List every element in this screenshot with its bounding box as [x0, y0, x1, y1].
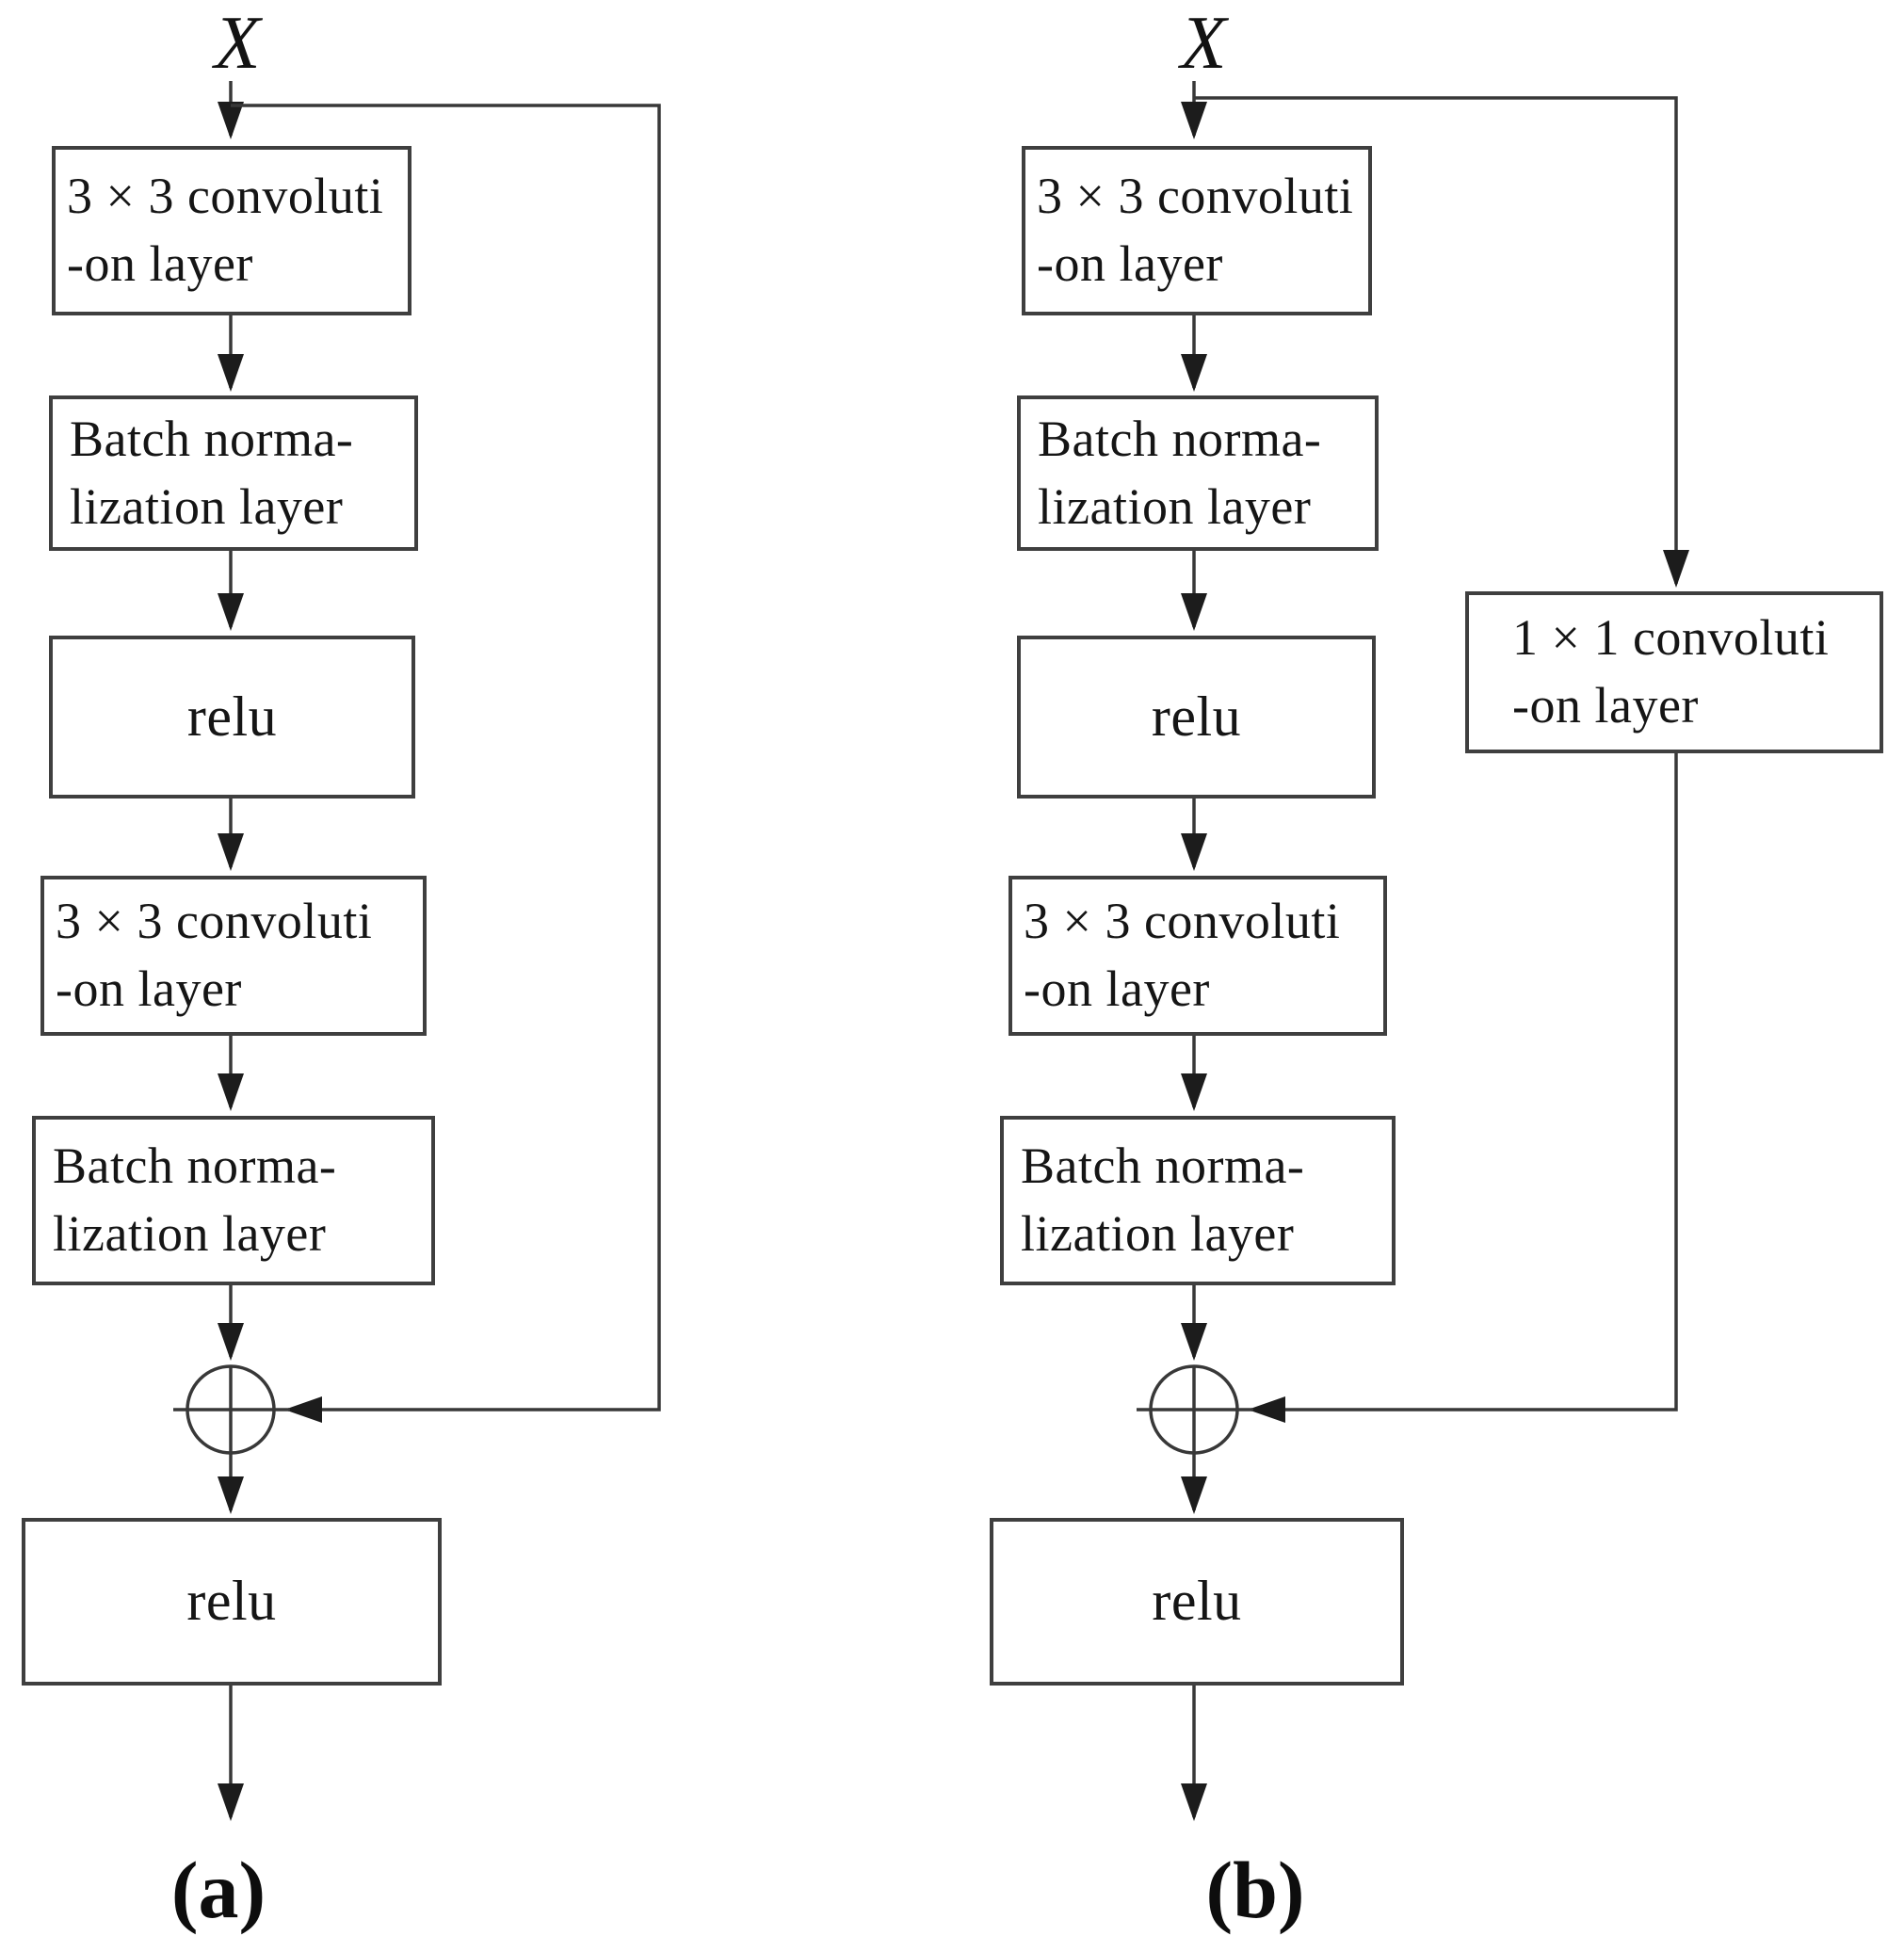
b-batchnorm1-box: Batch norma- lization layer: [1017, 395, 1379, 551]
b-skip-to-1x1conv-line: [1194, 96, 1689, 588]
b-conv1-line1: 3 × 3 convoluti: [1037, 168, 1354, 225]
b-relu1-box: relu: [1017, 636, 1376, 799]
a-conv1-line1: 3 × 3 convoluti: [67, 168, 384, 225]
a-relu-output-box: relu: [22, 1518, 442, 1686]
b-conv2-box: 3 × 3 convoluti -on layer: [1008, 876, 1387, 1036]
b-skip-1x1-conv-box: 1 × 1 convoluti -on layer: [1465, 591, 1883, 753]
b-relu1-label: relu: [1151, 685, 1242, 748]
a-batchnorm1-line1: Batch norma-: [70, 410, 354, 467]
a-relu1-box: relu: [49, 636, 415, 799]
a-conv1-box: 3 × 3 convoluti -on layer: [52, 146, 411, 315]
a-caption: (a): [170, 1845, 266, 1935]
b-batchnorm2-box: Batch norma- lization layer: [1000, 1116, 1396, 1285]
b-conv1-box: 3 × 3 convoluti -on layer: [1022, 146, 1372, 315]
a-conv1-line2: -on layer: [67, 235, 253, 292]
b-conv2-line1: 3 × 3 convoluti: [1024, 893, 1341, 950]
a-relu1-label: relu: [186, 685, 278, 748]
b-skip-1x1-conv-line2: -on layer: [1512, 677, 1699, 734]
b-batchnorm2-line1: Batch norma-: [1021, 1137, 1305, 1195]
b-1x1conv-to-add-line: [1248, 753, 1678, 1423]
b-batchnorm2-line2: lization layer: [1021, 1205, 1295, 1262]
a-batchnorm1-box: Batch norma- lization layer: [49, 395, 418, 551]
a-batchnorm2-line1: Batch norma-: [53, 1137, 337, 1195]
a-conv2-box: 3 × 3 convoluti -on layer: [40, 876, 427, 1036]
a-conv2-line1: 3 × 3 convoluti: [56, 893, 373, 950]
a-relu-output-label: relu: [186, 1570, 277, 1633]
b-conv2-line2: -on layer: [1024, 960, 1210, 1017]
b-relu-output-box: relu: [990, 1518, 1404, 1686]
b-relu-output-label: relu: [1152, 1570, 1242, 1633]
b-batchnorm1-line2: lization layer: [1038, 477, 1312, 535]
a-batchnorm2-line2: lization layer: [53, 1205, 327, 1262]
b-caption: (b): [1205, 1845, 1305, 1935]
b-input-label: X: [1180, 2, 1227, 85]
b-conv1-line2: -on layer: [1037, 235, 1223, 292]
a-conv2-line2: -on layer: [56, 960, 242, 1017]
b-batchnorm1-line1: Batch norma-: [1038, 410, 1322, 467]
a-skip-connection-line: [231, 104, 661, 1423]
b-skip-1x1-conv-line1: 1 × 1 convoluti: [1512, 609, 1830, 667]
a-batchnorm1-line2: lization layer: [70, 477, 344, 535]
a-input-label: X: [214, 2, 261, 85]
a-batchnorm2-box: Batch norma- lization layer: [32, 1116, 435, 1285]
